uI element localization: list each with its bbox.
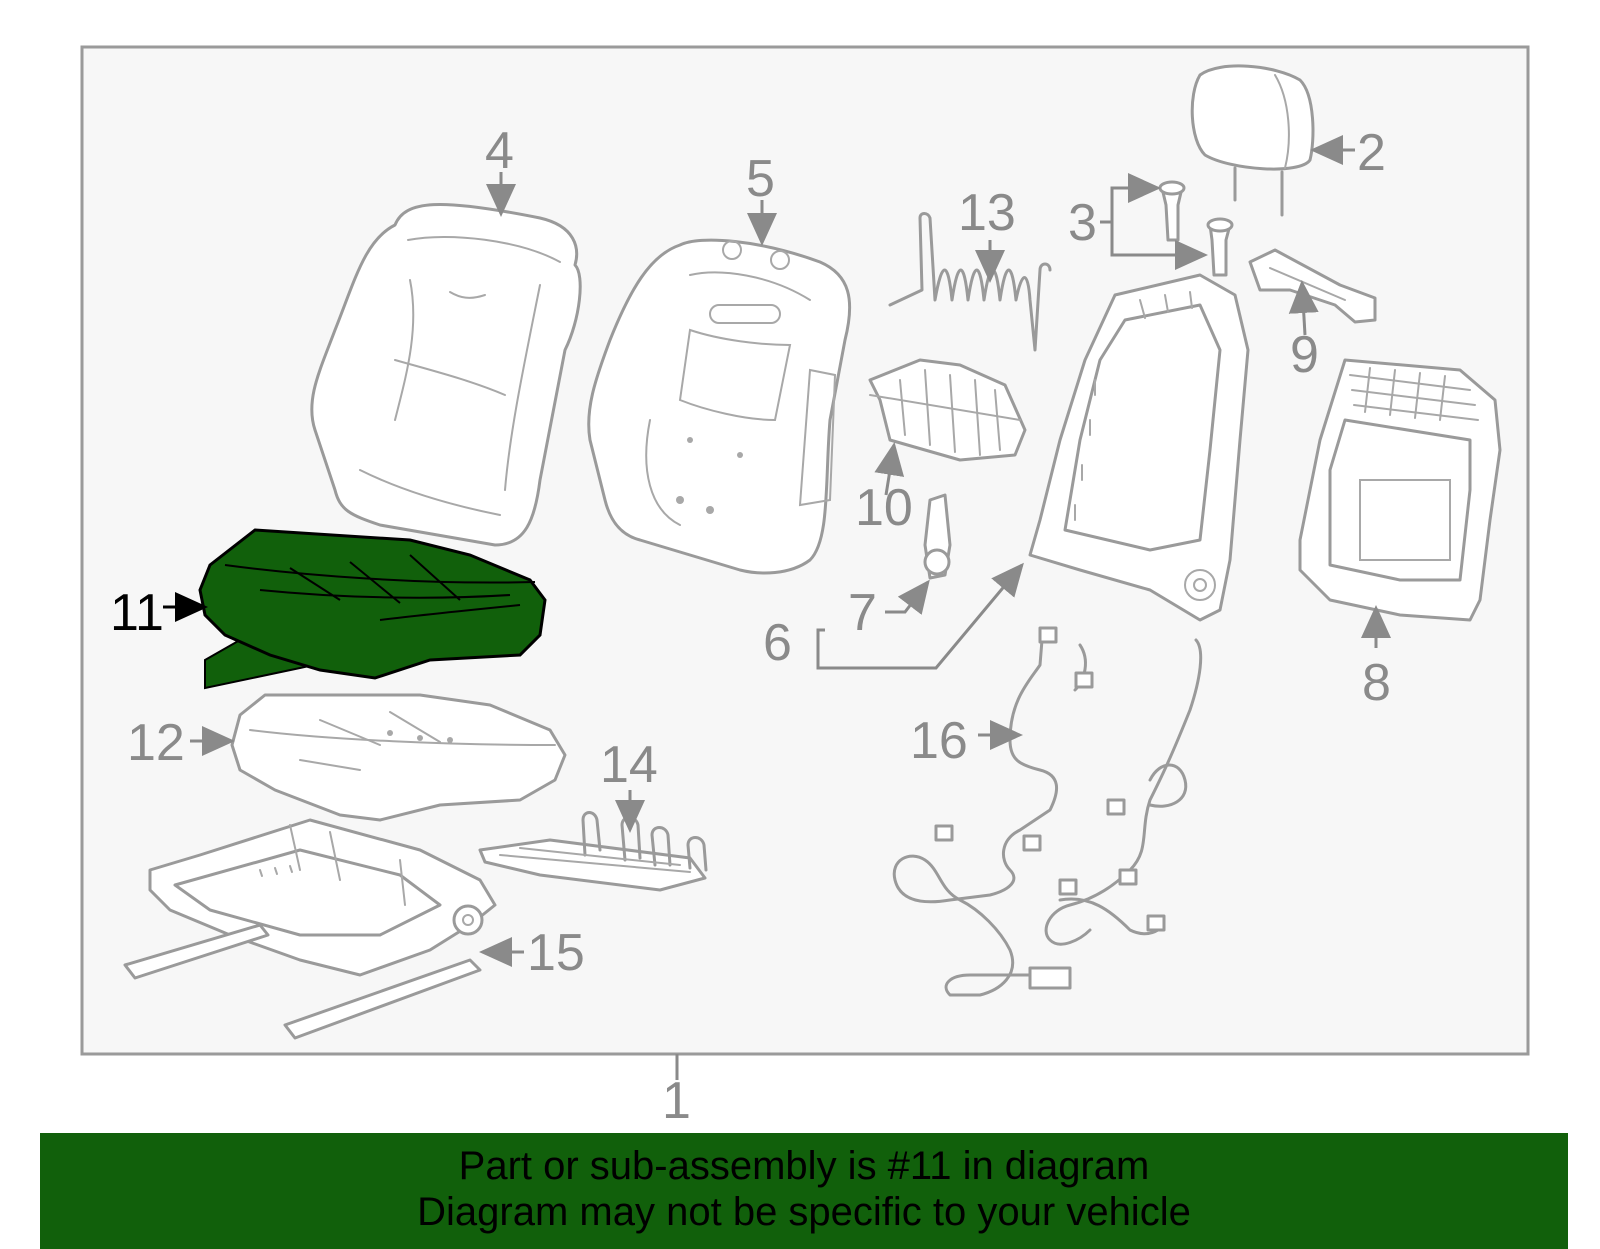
part-14-cushion-wire-mat[interactable] xyxy=(478,811,708,892)
label-3: 3 xyxy=(1068,194,1097,252)
label-8: 8 xyxy=(1362,654,1391,712)
label-10: 10 xyxy=(855,479,913,537)
label-15: 15 xyxy=(527,924,585,982)
label-13: 13 xyxy=(958,184,1016,242)
label-1: 1 xyxy=(662,1072,691,1130)
banner-line-2: Diagram may not be specific to your vehi… xyxy=(417,1190,1191,1234)
label-7: 7 xyxy=(848,584,877,642)
label-5: 5 xyxy=(746,150,775,208)
label-2: 2 xyxy=(1357,124,1386,182)
part-7-motor[interactable] xyxy=(923,493,952,580)
label-4: 4 xyxy=(485,122,514,180)
banner-line-1: Part or sub-assembly is #11 in diagram xyxy=(458,1144,1150,1188)
part-16-wiring-harness[interactable] xyxy=(892,626,1203,997)
part-11-seat-cushion-cover[interactable] xyxy=(198,528,547,690)
label-11: 11 xyxy=(110,584,164,642)
part-3-headrest-guides[interactable] xyxy=(1158,180,1234,277)
part-5-seat-back-pad[interactable] xyxy=(587,238,852,575)
part-6-seat-back-frame[interactable] xyxy=(1028,273,1250,622)
part-15-seat-adjuster[interactable] xyxy=(123,818,497,1040)
label-16: 16 xyxy=(910,712,968,770)
label-9: 9 xyxy=(1290,326,1319,384)
part-4-seat-back-cover[interactable] xyxy=(310,202,582,547)
part-13-spring[interactable] xyxy=(888,212,1052,352)
part-12-seat-cushion-pad[interactable] xyxy=(230,693,567,822)
part-10-lumbar-module[interactable] xyxy=(868,358,1027,462)
label-6: 6 xyxy=(763,614,792,672)
part-8-back-panel[interactable] xyxy=(1298,358,1502,622)
info-banner: Part or sub-assembly is #11 in diagram D… xyxy=(40,1133,1568,1249)
label-12: 12 xyxy=(127,714,185,772)
label-14: 14 xyxy=(600,736,658,794)
